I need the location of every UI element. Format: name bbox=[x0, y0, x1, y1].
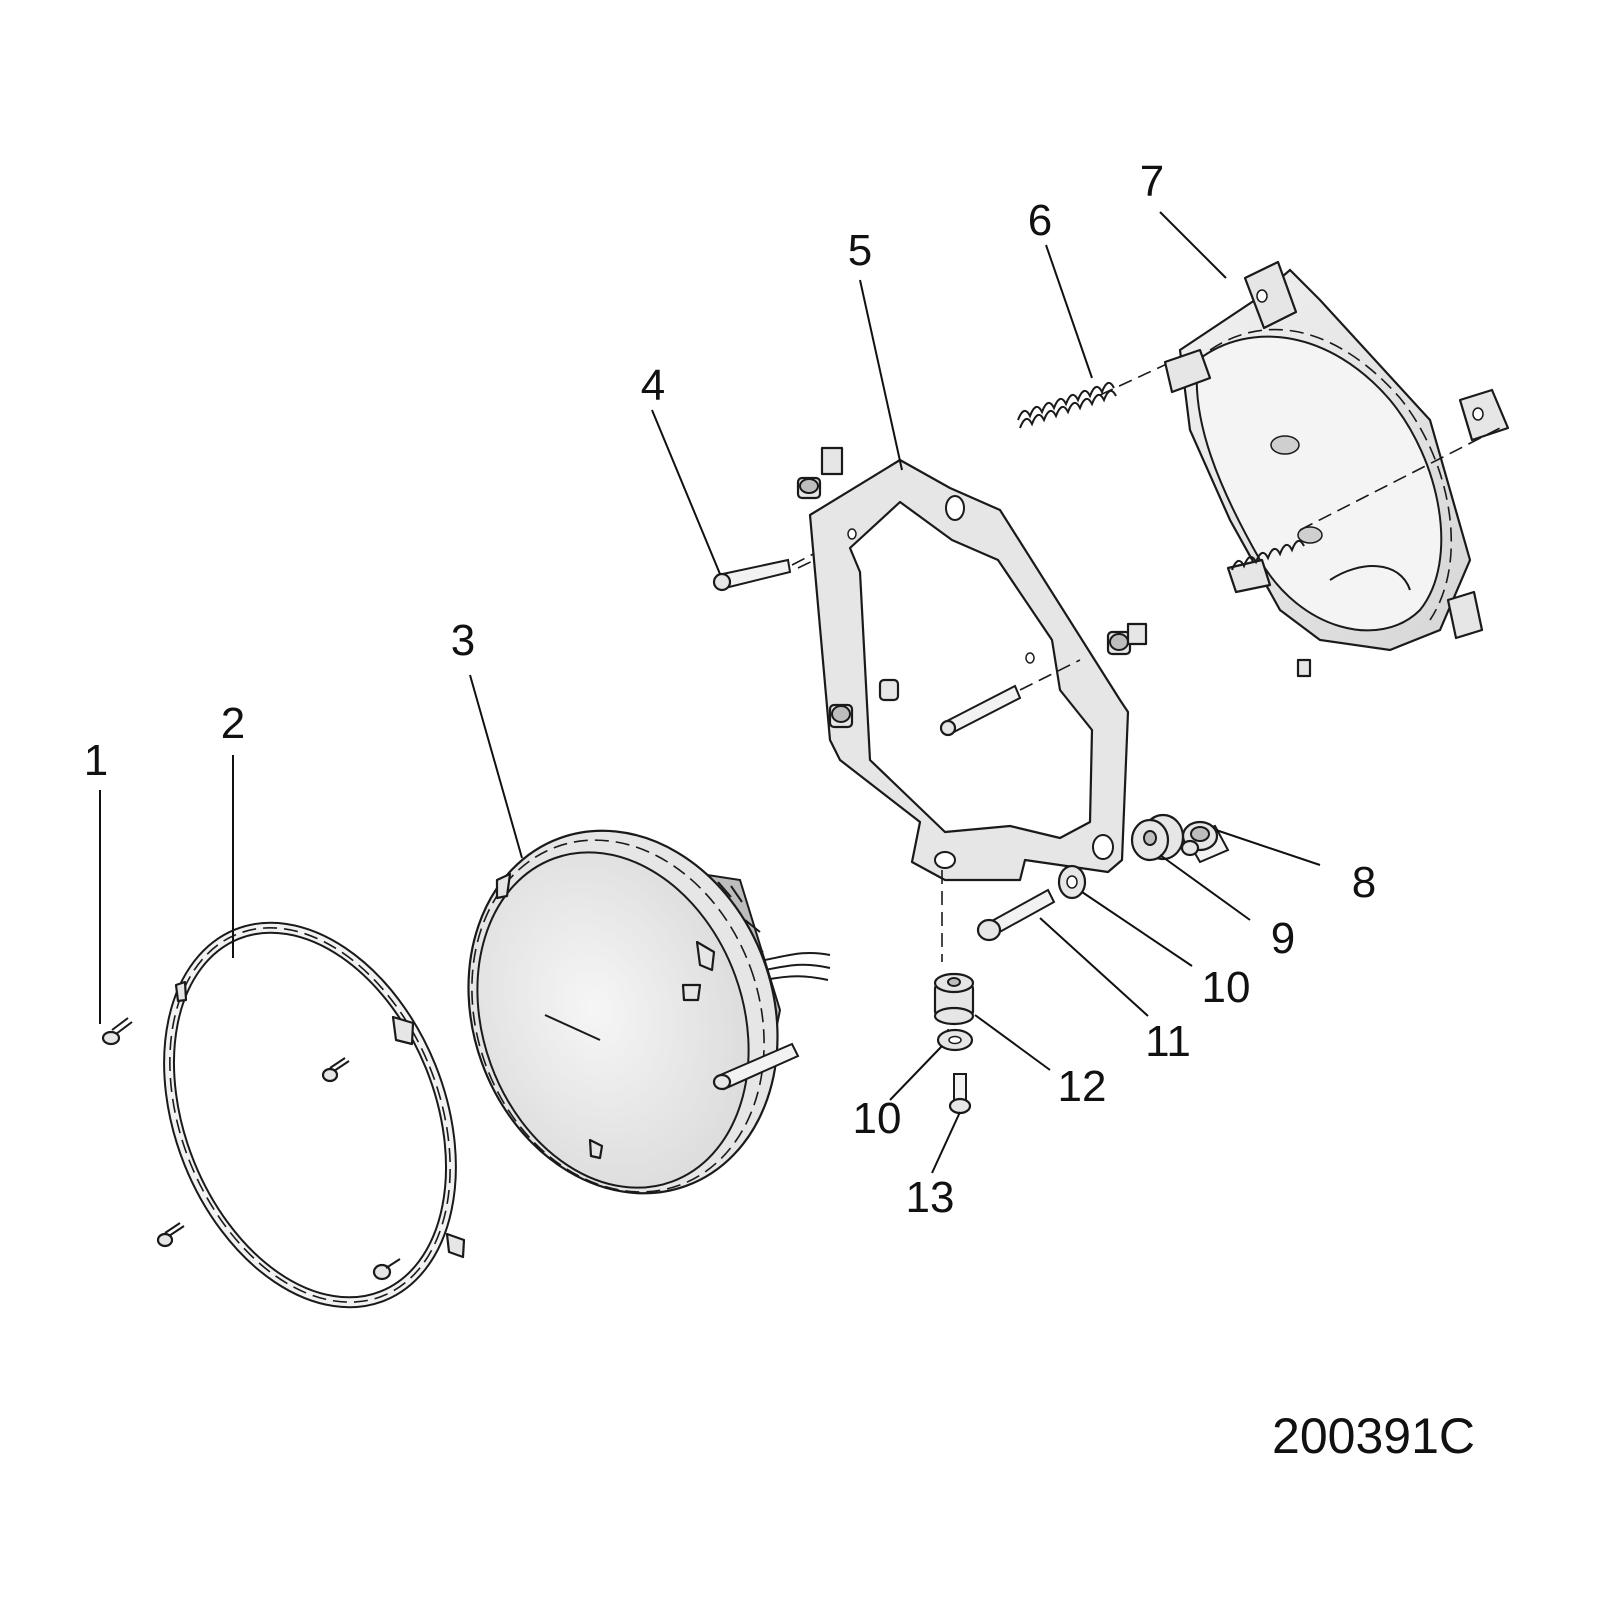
part-10-washer bbox=[1057, 864, 1087, 900]
part-9-grommet bbox=[1130, 813, 1185, 862]
part-1-screw bbox=[101, 1017, 133, 1046]
part-13-screw bbox=[948, 1073, 972, 1115]
callout-7: 7 bbox=[1140, 157, 1164, 206]
ring-screw-icon bbox=[156, 1222, 185, 1248]
callout-10-lower: 10 bbox=[853, 1094, 902, 1143]
part-10-washer-lower bbox=[936, 1028, 974, 1052]
callout-5: 5 bbox=[848, 226, 872, 275]
bracket-nut-icon bbox=[828, 703, 854, 729]
part-12-grommet bbox=[933, 972, 975, 1026]
callout-8: 8 bbox=[1352, 858, 1376, 907]
ring-screw-icon bbox=[321, 1057, 350, 1083]
callout-11: 11 bbox=[1145, 1017, 1191, 1066]
drawing-number: 200391C bbox=[1272, 1408, 1475, 1464]
bracket-nut-icon bbox=[796, 446, 844, 500]
part-3-headlamp bbox=[467, 829, 831, 1195]
part-2-retaining-ring bbox=[156, 921, 466, 1309]
callout-10-right: 10 bbox=[1202, 963, 1251, 1012]
callout-9: 9 bbox=[1271, 914, 1295, 963]
part-11-bolt bbox=[976, 888, 1056, 942]
bracket-nut-icon bbox=[1106, 622, 1148, 656]
callout-1: 1 bbox=[84, 736, 108, 785]
part-5-mounting-bracket bbox=[796, 446, 1148, 1030]
callout-6: 6 bbox=[1028, 196, 1052, 245]
bracket-nut-icon bbox=[878, 678, 900, 702]
callout-3: 3 bbox=[451, 616, 475, 665]
callout-2: 2 bbox=[221, 699, 245, 748]
ring-screw-icon bbox=[372, 1258, 401, 1281]
part-7-housing-bucket bbox=[1163, 260, 1510, 678]
part-4-pivot-screw bbox=[712, 543, 849, 1091]
part-8-bushing bbox=[1180, 820, 1230, 864]
callout-13: 13 bbox=[906, 1173, 955, 1222]
leader-lines bbox=[99, 211, 1321, 1174]
callout-12: 12 bbox=[1058, 1062, 1107, 1111]
callout-labels: 1 2 3 4 5 6 7 8 9 10 10 11 12 13 bbox=[84, 157, 1376, 1222]
callout-4: 4 bbox=[641, 361, 665, 410]
